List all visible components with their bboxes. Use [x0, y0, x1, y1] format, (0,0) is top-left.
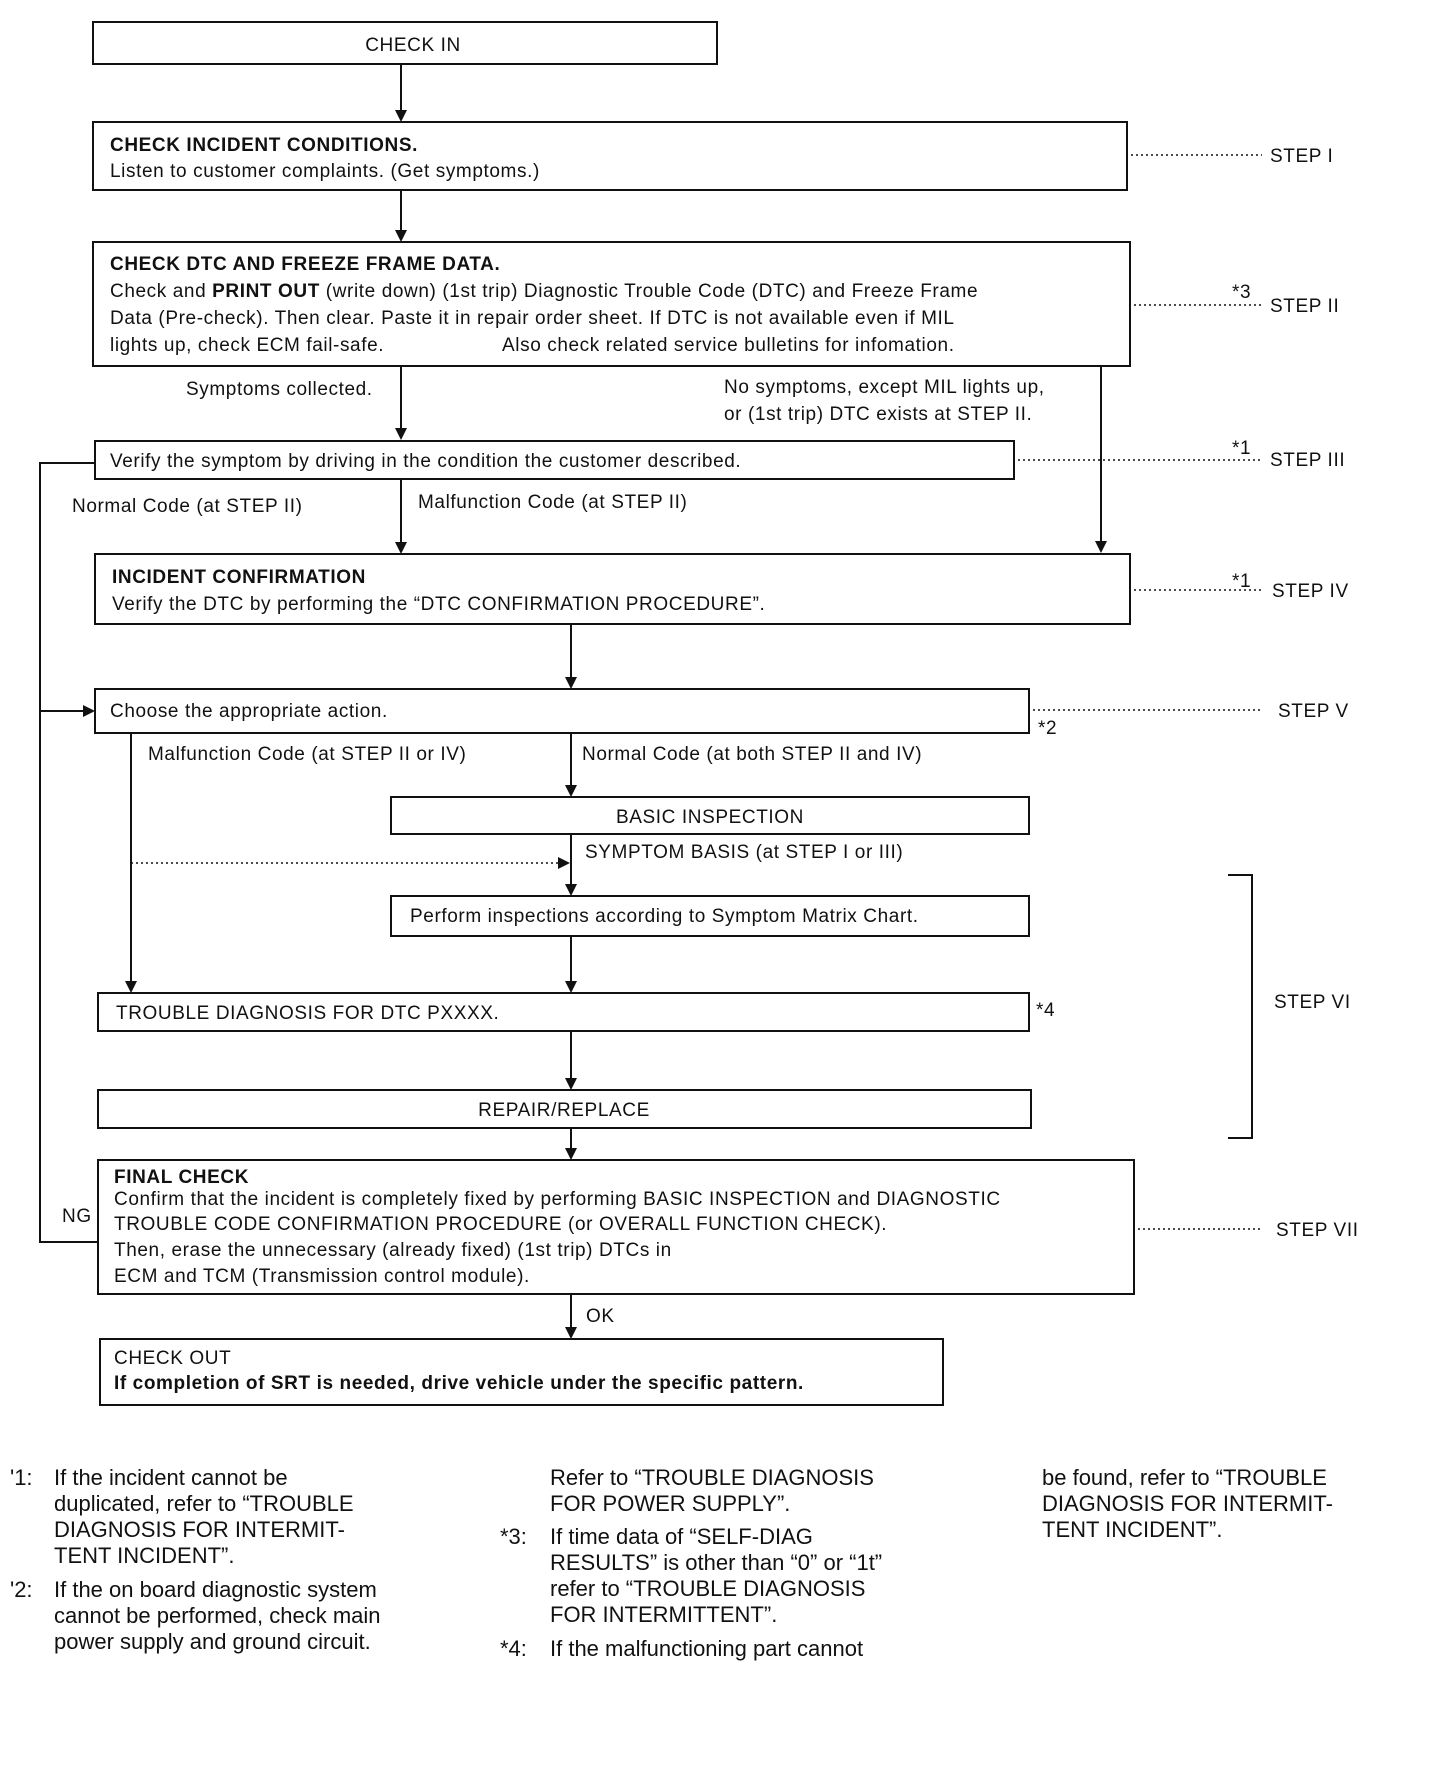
arrowhead	[565, 1327, 577, 1339]
step4-text: Verify the DTC by performing the “DTC CO…	[112, 594, 765, 615]
step2-line1: Check and PRINT OUT (write down) (1st tr…	[110, 281, 978, 302]
step6-bracket	[1228, 874, 1253, 1139]
step3-label: STEP III	[1270, 450, 1345, 471]
footnote-4-continued: DIAGNOSIS FOR INTERMIT-	[1042, 1491, 1333, 1516]
footnote-1-marker: '1:	[10, 1465, 33, 1490]
check-in-label: CHECK IN	[365, 35, 461, 56]
footnote-2-marker: '2:	[10, 1577, 33, 1602]
step4-box	[94, 553, 1131, 625]
footnote-1-line: If the incident cannot be	[54, 1465, 288, 1490]
step5-text: Choose the appropriate action.	[110, 701, 388, 722]
final-check-box	[97, 1159, 1135, 1295]
marker-3: *3	[1232, 282, 1251, 303]
arrowhead	[395, 428, 407, 440]
basic-inspection-label: BASIC INSPECTION	[616, 807, 804, 828]
label-symptoms-collected: Symptoms collected.	[186, 379, 373, 400]
step2-line3a: lights up, check ECM fail-safe.	[110, 335, 384, 356]
arrowhead	[395, 542, 407, 554]
marker-4: *4	[1036, 1000, 1055, 1021]
step2-line3b: Also check related service bulletins for…	[502, 335, 955, 356]
label-malfunction-code-step2-4: Malfunction Code (at STEP II or IV)	[148, 744, 466, 765]
arrowhead	[565, 884, 577, 896]
arrowhead	[558, 857, 570, 869]
step2-box	[92, 241, 1131, 367]
arrowhead	[565, 981, 577, 993]
final-check-title: FINAL CHECK	[114, 1167, 249, 1188]
label-ok: OK	[586, 1306, 615, 1327]
footnote-2-line: power supply and ground circuit.	[54, 1629, 371, 1654]
marker-1a: *1	[1232, 438, 1251, 459]
label-no-symptoms-1: No symptoms, except MIL lights up,	[724, 377, 1045, 398]
footnote-3-marker: *3:	[500, 1524, 527, 1549]
arrowhead	[1095, 541, 1107, 553]
footnote-3-line: If time data of “SELF-DIAG	[550, 1524, 813, 1549]
footnote-3-line: refer to “TROUBLE DIAGNOSIS	[550, 1576, 865, 1601]
footnote-2-continued: Refer to “TROUBLE DIAGNOSIS	[550, 1465, 874, 1490]
footnote-4-continued: TENT INCIDENT”.	[1042, 1517, 1222, 1542]
footnote-2-line: cannot be performed, check main	[54, 1603, 381, 1628]
check-out-title: CHECK OUT	[114, 1348, 231, 1369]
step1-box	[92, 121, 1128, 191]
arrowhead	[565, 1148, 577, 1160]
check-in-box	[92, 21, 718, 65]
label-ng: NG	[62, 1206, 92, 1227]
arrowhead	[565, 785, 577, 797]
footnote-4-line: If the malfunctioning part cannot	[550, 1636, 863, 1661]
step2-label: STEP II	[1270, 296, 1339, 317]
final-check-line4: ECM and TCM (Transmission control module…	[114, 1266, 530, 1287]
check-out-box	[99, 1338, 944, 1406]
step1-title: CHECK INCIDENT CONDITIONS.	[110, 135, 418, 156]
step4-title: INCIDENT CONFIRMATION	[112, 567, 366, 588]
label-no-symptoms-2: or (1st trip) DTC exists at STEP II.	[724, 404, 1032, 425]
footnote-3-line: RESULTS” is other than “0” or “1t”	[550, 1550, 882, 1575]
trouble-diagnosis-box	[97, 992, 1030, 1032]
step6-label: STEP VI	[1274, 992, 1351, 1013]
arrowhead	[395, 110, 407, 122]
arrowhead	[395, 230, 407, 242]
final-check-line3: Then, erase the unnecessary (already fix…	[114, 1240, 672, 1261]
arrowhead	[83, 705, 95, 717]
label-normal-code-both: Normal Code (at both STEP II and IV)	[582, 744, 922, 765]
footnote-3-line: FOR INTERMITTENT”.	[550, 1602, 777, 1627]
label-normal-code-step2: Normal Code (at STEP II)	[72, 496, 303, 517]
arrowhead	[125, 981, 137, 993]
footnote-2-line: If the on board diagnostic system	[54, 1577, 377, 1602]
footnote-1-line: duplicated, refer to “TROUBLE	[54, 1491, 354, 1516]
step5-label: STEP V	[1278, 701, 1349, 722]
symptom-matrix-label: Perform inspections according to Symptom…	[410, 906, 919, 927]
basic-inspection-box	[390, 796, 1030, 835]
label-symptom-basis: SYMPTOM BASIS (at STEP I or III)	[585, 842, 903, 863]
step7-label: STEP VII	[1276, 1220, 1359, 1241]
final-check-line1: Confirm that the incident is completely …	[114, 1189, 1001, 1210]
arrowhead	[565, 677, 577, 689]
symptom-matrix-box	[390, 895, 1030, 937]
footnote-4-marker: *4:	[500, 1636, 527, 1661]
footnote-2-continued: FOR POWER SUPPLY”.	[550, 1491, 790, 1516]
step4-label: STEP IV	[1272, 581, 1349, 602]
step1-label: STEP I	[1270, 146, 1333, 167]
trouble-diagnosis-label: TROUBLE DIAGNOSIS FOR DTC PXXXX.	[116, 1003, 499, 1024]
step3-text: Verify the symptom by driving in the con…	[110, 451, 741, 472]
repair-replace-box	[97, 1089, 1032, 1129]
footnote-1-line: TENT INCIDENT”.	[54, 1543, 234, 1568]
ng-loop-to-step3	[39, 462, 98, 1243]
step3-box	[94, 440, 1015, 480]
footnote-1-line: DIAGNOSIS FOR INTERMIT-	[54, 1517, 345, 1542]
label-malfunction-code-step2: Malfunction Code (at STEP II)	[418, 492, 687, 513]
step2-title: CHECK DTC AND FREEZE FRAME DATA.	[110, 254, 500, 275]
step2-line2: Data (Pre-check). Then clear. Paste it i…	[110, 308, 955, 329]
marker-1b: *1	[1232, 571, 1251, 592]
check-out-text: If completion of SRT is needed, drive ve…	[114, 1373, 804, 1394]
marker-2: *2	[1038, 718, 1057, 739]
footnote-4-continued: be found, refer to “TROUBLE	[1042, 1465, 1327, 1490]
step1-text: Listen to customer complaints. (Get symp…	[110, 161, 540, 182]
footnotes: '1: If the incident cannot be duplicated…	[10, 1465, 1333, 1661]
repair-replace-label: REPAIR/REPLACE	[478, 1100, 650, 1121]
arrowhead	[565, 1078, 577, 1090]
final-check-line2: TROUBLE CODE CONFIRMATION PROCEDURE (or …	[114, 1214, 887, 1235]
